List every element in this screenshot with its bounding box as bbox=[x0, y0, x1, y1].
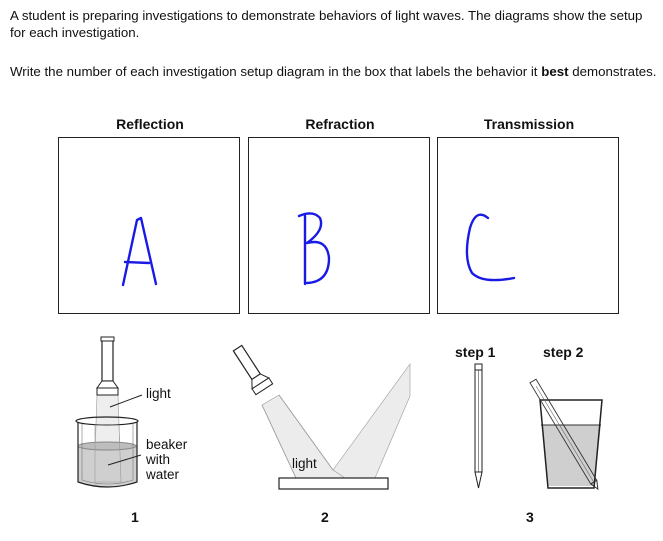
instruction-text-end: demonstrates. bbox=[568, 64, 657, 79]
header-transmission: Transmission bbox=[483, 116, 575, 132]
header-reflection: Reflection bbox=[116, 116, 184, 132]
answer-box-transmission[interactable] bbox=[437, 137, 619, 314]
light-beam-reflected bbox=[332, 363, 411, 479]
answer-box-reflection[interactable] bbox=[58, 137, 240, 314]
beaker-icon bbox=[75, 416, 139, 488]
diagram-number-1: 1 bbox=[131, 509, 139, 525]
beaker-label-line1: beaker bbox=[146, 437, 188, 452]
light-label-1: light bbox=[146, 386, 171, 401]
beaker-label-line3: water bbox=[146, 467, 180, 482]
flashlight-2-icon bbox=[232, 344, 411, 479]
handwritten-answer-a bbox=[121, 216, 158, 287]
step2-label: step 2 bbox=[543, 344, 584, 360]
handwritten-answer-c bbox=[465, 213, 516, 282]
answer-box-refraction[interactable] bbox=[248, 137, 430, 314]
question-intro: A student is preparing investigations to… bbox=[10, 8, 643, 40]
header-refraction: Refraction bbox=[305, 116, 375, 132]
instruction-bold: best bbox=[541, 64, 569, 79]
step1-label: step 1 bbox=[455, 344, 496, 360]
beaker-label-line2: with bbox=[146, 452, 171, 467]
glass-with-pencil-icon bbox=[529, 378, 603, 491]
instruction-text: Write the number of each investigation s… bbox=[10, 64, 542, 79]
light-label-2: light bbox=[292, 456, 317, 471]
mirror-platform bbox=[278, 477, 389, 490]
diagram-number-3: 3 bbox=[526, 509, 534, 525]
handwritten-answer-b bbox=[297, 212, 331, 286]
question-instruction: Write the number of each investigation s… bbox=[10, 64, 660, 81]
diagram-number-2: 2 bbox=[321, 509, 329, 525]
pencil-step1-icon bbox=[474, 363, 483, 489]
